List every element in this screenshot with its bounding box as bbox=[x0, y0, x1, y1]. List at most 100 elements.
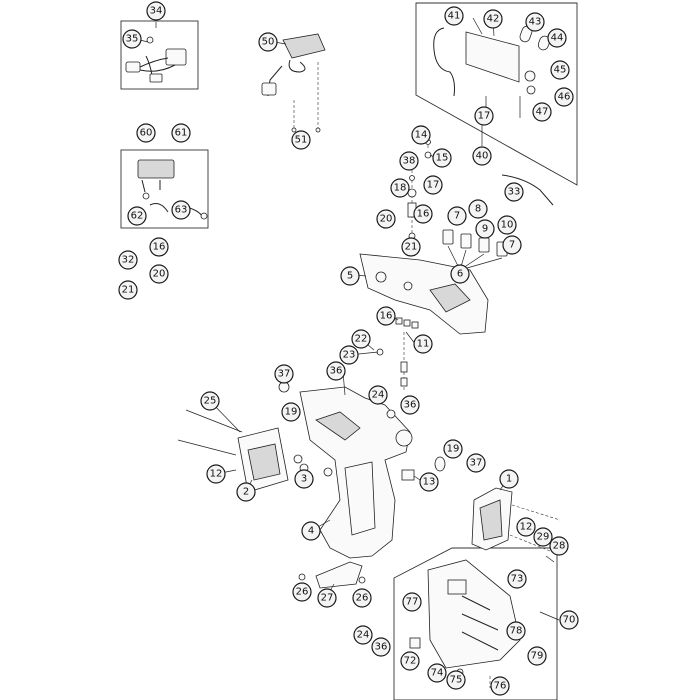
svg-text:7: 7 bbox=[454, 211, 460, 222]
callout-45: 45 bbox=[550, 60, 570, 80]
svg-text:62: 62 bbox=[131, 211, 144, 222]
small-parts bbox=[278, 348, 446, 481]
callout-3: 3 bbox=[294, 469, 314, 489]
svg-text:12: 12 bbox=[520, 522, 533, 533]
svg-text:41: 41 bbox=[448, 11, 461, 22]
svg-text:76: 76 bbox=[494, 681, 507, 692]
switch-set-6 bbox=[442, 229, 508, 271]
svg-text:32: 32 bbox=[122, 255, 135, 266]
callout-7a: 7 bbox=[447, 206, 467, 226]
callout-26a: 26 bbox=[292, 582, 312, 602]
svg-text:44: 44 bbox=[551, 33, 564, 44]
svg-text:42: 42 bbox=[487, 14, 500, 25]
svg-text:16: 16 bbox=[417, 209, 430, 220]
callout-36a: 36 bbox=[326, 361, 346, 381]
svg-text:14: 14 bbox=[415, 130, 428, 141]
svg-text:4: 4 bbox=[308, 526, 314, 537]
callout-24a: 24 bbox=[368, 385, 388, 405]
svg-text:26: 26 bbox=[356, 593, 369, 604]
svg-text:19: 19 bbox=[447, 444, 460, 455]
callout-24b: 24 bbox=[353, 625, 373, 645]
callout-42: 42 bbox=[483, 9, 503, 29]
svg-text:43: 43 bbox=[529, 17, 542, 28]
svg-text:21: 21 bbox=[122, 285, 135, 296]
callout-34: 34 bbox=[146, 1, 166, 21]
studs-16-11 bbox=[395, 317, 419, 390]
svg-text:8: 8 bbox=[475, 204, 481, 215]
svg-text:51: 51 bbox=[295, 135, 308, 146]
callout-19b: 19 bbox=[443, 439, 463, 459]
callout-44: 44 bbox=[547, 28, 567, 48]
callout-17a: 17 bbox=[474, 106, 494, 126]
callout-22: 22 bbox=[351, 329, 371, 349]
svg-text:36: 36 bbox=[404, 400, 417, 411]
svg-text:78: 78 bbox=[510, 626, 523, 637]
svg-text:27: 27 bbox=[321, 593, 334, 604]
svg-text:25: 25 bbox=[204, 396, 217, 407]
callout-5: 5 bbox=[340, 266, 360, 286]
svg-text:17: 17 bbox=[427, 180, 440, 191]
svg-text:33: 33 bbox=[508, 187, 521, 198]
svg-text:7: 7 bbox=[509, 240, 515, 251]
instrument-unit-40 bbox=[433, 25, 551, 118]
control-unit-60 bbox=[137, 159, 208, 220]
callout-51: 51 bbox=[291, 130, 311, 150]
svg-text:12: 12 bbox=[210, 469, 223, 480]
svg-text:37: 37 bbox=[278, 369, 291, 380]
svg-text:34: 34 bbox=[150, 6, 163, 17]
svg-text:10: 10 bbox=[501, 220, 514, 231]
callout-35: 35 bbox=[122, 29, 142, 49]
callout-21b: 21 bbox=[118, 280, 138, 300]
callout-36c: 36 bbox=[371, 637, 391, 657]
svg-text:29: 29 bbox=[537, 532, 550, 543]
left-plate-2 bbox=[177, 409, 289, 493]
callout-25: 25 bbox=[200, 391, 220, 411]
svg-text:24: 24 bbox=[357, 630, 370, 641]
callout-7b: 7 bbox=[502, 235, 522, 255]
callout-77: 77 bbox=[402, 592, 422, 612]
callout-18: 18 bbox=[390, 178, 410, 198]
callout-38: 38 bbox=[399, 151, 419, 171]
svg-text:77: 77 bbox=[406, 597, 419, 608]
callout-37b: 37 bbox=[466, 453, 486, 473]
wiring-harness-34 bbox=[125, 36, 187, 83]
callout-8: 8 bbox=[468, 199, 488, 219]
svg-text:6: 6 bbox=[457, 269, 463, 280]
callout-11: 11 bbox=[413, 334, 433, 354]
svg-text:38: 38 bbox=[403, 156, 416, 167]
callout-76: 76 bbox=[490, 676, 510, 696]
svg-text:20: 20 bbox=[380, 214, 393, 225]
callout-29: 29 bbox=[533, 527, 553, 547]
svg-text:60: 60 bbox=[140, 128, 153, 139]
callout-43: 43 bbox=[525, 12, 545, 32]
svg-text:16: 16 bbox=[380, 311, 393, 322]
callout-41: 41 bbox=[444, 6, 464, 26]
svg-text:13: 13 bbox=[423, 477, 436, 488]
callout-21a: 21 bbox=[401, 237, 421, 257]
callout-12b: 12 bbox=[516, 517, 536, 537]
right-plate-1 bbox=[471, 487, 561, 556]
callout-28: 28 bbox=[549, 536, 569, 556]
group-box-40 bbox=[415, 2, 578, 186]
svg-text:35: 35 bbox=[126, 34, 139, 45]
callout-9: 9 bbox=[475, 219, 495, 239]
svg-text:26: 26 bbox=[296, 587, 309, 598]
svg-text:45: 45 bbox=[554, 65, 567, 76]
cable-33 bbox=[501, 174, 554, 206]
callout-50: 50 bbox=[258, 32, 278, 52]
callout-74: 74 bbox=[427, 663, 447, 683]
callout-16a: 16 bbox=[413, 204, 433, 224]
callout-32: 32 bbox=[118, 250, 138, 270]
svg-text:20: 20 bbox=[153, 269, 166, 280]
svg-text:79: 79 bbox=[531, 651, 544, 662]
svg-text:23: 23 bbox=[343, 350, 356, 361]
callout-37a: 37 bbox=[274, 364, 294, 384]
callout-12a: 12 bbox=[206, 464, 226, 484]
svg-text:5: 5 bbox=[347, 271, 353, 282]
callout-15: 15 bbox=[432, 148, 452, 168]
svg-text:16: 16 bbox=[153, 242, 166, 253]
callout-27: 27 bbox=[317, 588, 337, 608]
svg-text:21: 21 bbox=[405, 242, 418, 253]
group-box-60 bbox=[120, 149, 209, 229]
